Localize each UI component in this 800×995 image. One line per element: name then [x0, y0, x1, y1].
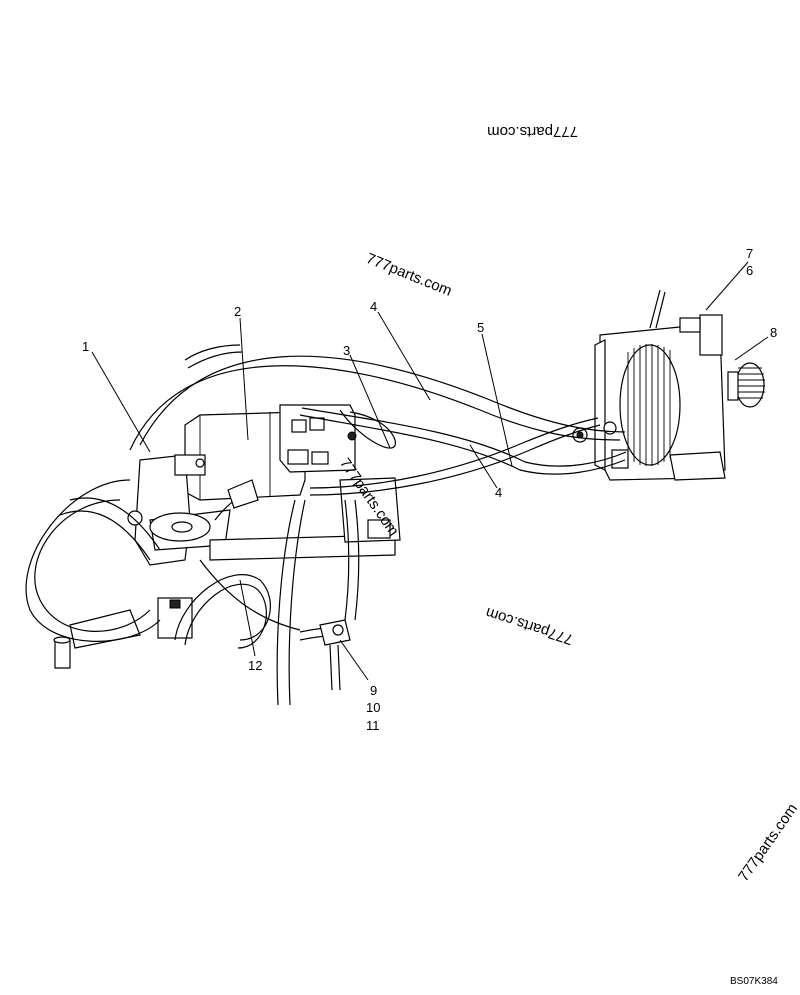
callout-10: 10: [366, 700, 381, 715]
callout-2: 2: [234, 304, 242, 319]
callout-11: 11: [366, 718, 380, 733]
callout-7: 7: [746, 246, 754, 261]
callout-12: 12: [248, 658, 263, 673]
callout-4-upper: 4: [370, 299, 378, 314]
leader-lines: [91, 261, 769, 681]
callout-1: 1: [82, 339, 90, 354]
callout-6: 6: [746, 263, 754, 278]
callout-4-lower: 4: [495, 485, 503, 500]
alternator: [572, 289, 765, 481]
callout-9: 9: [370, 683, 378, 698]
callout-3: 3: [343, 343, 351, 358]
callout-5: 5: [477, 320, 485, 335]
callout-8: 8: [770, 325, 778, 340]
drawing-code: BS07K384: [730, 976, 778, 987]
watermark-top: 777parts.com: [487, 123, 578, 140]
wire-harness: [25, 344, 627, 706]
